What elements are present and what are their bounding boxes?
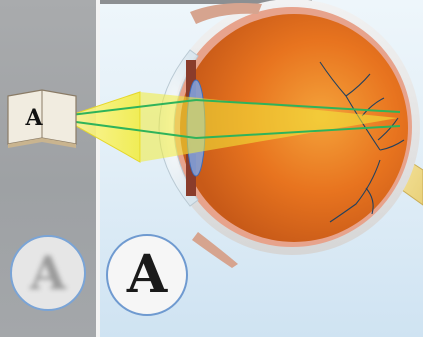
- object-letter: A: [24, 104, 44, 132]
- sharp-image-circle: A: [106, 234, 188, 316]
- blurred-image-circle: A: [10, 235, 86, 311]
- blurred-image-letter: A: [12, 237, 84, 309]
- sharp-image-letter: A: [108, 236, 186, 314]
